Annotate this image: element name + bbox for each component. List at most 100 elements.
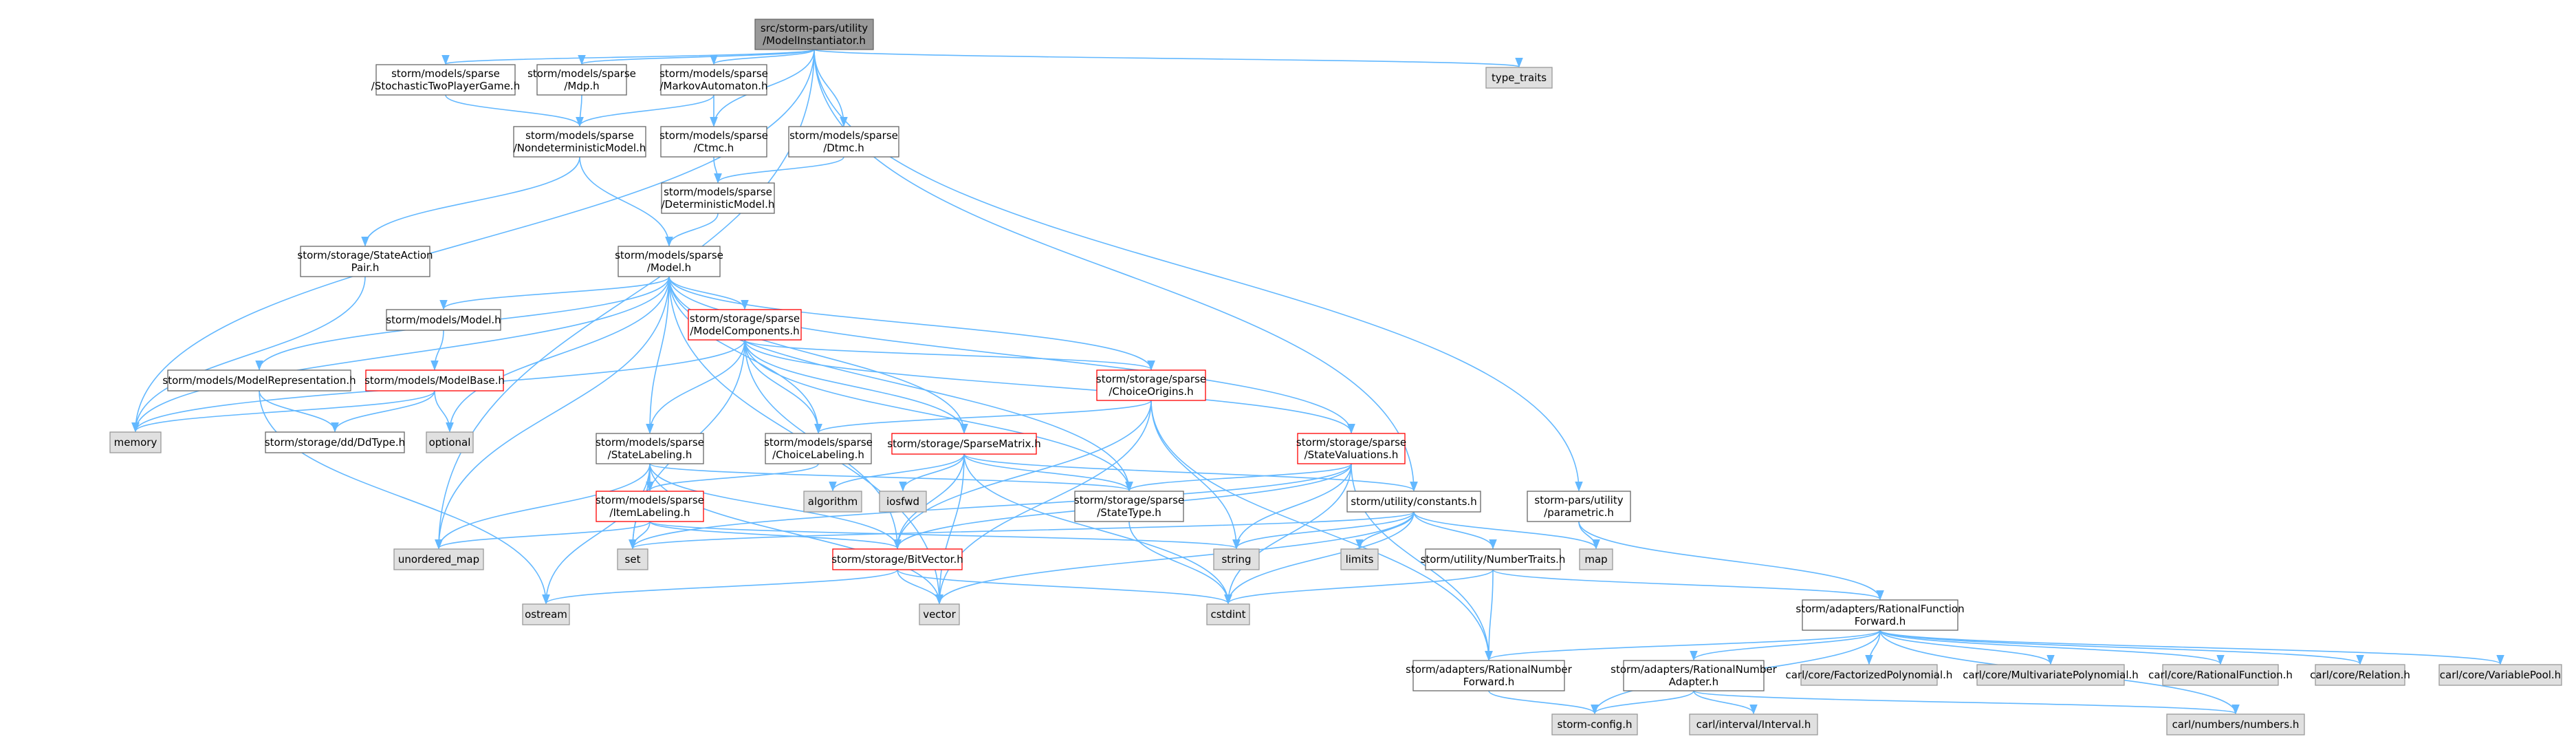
node-label-root-1: /ModelInstantiator.h xyxy=(763,34,866,47)
node-itemlab[interactable]: storm/models/sparse/ItemLabeling.h xyxy=(596,491,704,522)
edge-clab-to-itemlab xyxy=(646,463,819,492)
node-relation[interactable]: carl/core/Relation.h xyxy=(2310,664,2410,686)
node-ma[interactable]: storm/models/sparse/MarkovAutomaton.h xyxy=(659,64,768,96)
edge-modelbase-to-memory xyxy=(131,390,435,433)
node-label-modelh-0: storm/models/Model.h xyxy=(386,314,501,326)
node-numbers[interactable]: carl/numbers/numbers.h xyxy=(2166,713,2305,735)
node-modelbase[interactable]: storm/models/ModelBase.h xyxy=(364,369,505,391)
edge-corig-to-bitvec xyxy=(893,400,1152,550)
edge-slab-to-ostream xyxy=(542,463,651,605)
node-sval[interactable]: storm/storage/sparse/StateValuations.h xyxy=(1296,433,1406,464)
node-ddtype[interactable]: storm/storage/dd/DdType.h xyxy=(265,431,405,453)
node-numtraits[interactable]: storm/utility/NumberTraits.h xyxy=(1421,548,1566,570)
node-box-vector xyxy=(919,603,960,625)
node-parametric[interactable]: storm-pars/utility/parametric.h xyxy=(1527,491,1631,522)
edge-sval-to-stype xyxy=(1125,463,1352,492)
edge-itemlab-to-string xyxy=(649,521,1241,550)
node-bitvec[interactable]: storm/storage/BitVector.h xyxy=(831,548,963,570)
node-modelh[interactable]: storm/models/Model.h xyxy=(386,309,501,331)
edge-constants-to-cstdint xyxy=(1224,511,1415,605)
edge-rna-to-stormconfig xyxy=(1591,690,1694,715)
node-mdp[interactable]: storm/models/sparse/Mdp.h xyxy=(527,64,636,96)
node-label-ratfunc-0: carl/core/RationalFunction.h xyxy=(2148,669,2293,681)
node-map[interactable]: map xyxy=(1579,548,1613,570)
node-varpool[interactable]: carl/core/VariablePool.h xyxy=(2438,664,2562,686)
node-set[interactable]: set xyxy=(617,548,648,570)
edge-modelbase-to-optional xyxy=(434,390,454,433)
node-root[interactable]: src/storm-pars/utility/ModelInstantiator… xyxy=(754,19,874,50)
node-stpg[interactable]: storm/models/sparse/StochasticTwoPlayerG… xyxy=(371,64,520,96)
node-memory[interactable]: memory xyxy=(109,431,162,453)
node-box-sap xyxy=(300,246,430,277)
node-limits[interactable]: limits xyxy=(1340,548,1379,570)
node-ndm[interactable]: storm/models/sparse/NondeterministicMode… xyxy=(513,126,646,158)
edge-numtraits-to-rff xyxy=(1492,569,1884,601)
node-stype[interactable]: storm/storage/sparse/StateType.h xyxy=(1074,491,1184,522)
node-factpoly[interactable]: carl/core/FactorizedPolynomial.h xyxy=(1786,664,1953,686)
node-label-model-0: storm/models/sparse xyxy=(615,249,723,261)
node-label-mcomp-1: /ModelComponents.h xyxy=(690,325,799,337)
node-multipoly[interactable]: carl/core/MultivariatePolynomial.h xyxy=(1963,664,2139,686)
node-ctmc[interactable]: storm/models/sparse/Ctmc.h xyxy=(659,126,768,158)
node-label-modelbase-0: storm/models/ModelBase.h xyxy=(364,374,505,387)
node-box-ddtype xyxy=(265,431,405,453)
node-mcomp[interactable]: storm/storage/sparse/ModelComponents.h xyxy=(688,309,802,341)
edge-model-to-optional xyxy=(446,276,670,433)
edge-mdp-to-ndm xyxy=(576,94,584,127)
node-label-rff-0: storm/adapters/RationalFunction xyxy=(1795,603,1964,615)
node-box-set xyxy=(617,548,648,570)
edge-dtmc-to-detm xyxy=(714,156,844,184)
node-spm[interactable]: storm/storage/SparseMatrix.h xyxy=(887,433,1041,455)
node-constants[interactable]: storm/utility/constants.h xyxy=(1346,491,1481,513)
node-umap[interactable]: unordered_map xyxy=(393,548,484,570)
node-label-optional-0: optional xyxy=(429,436,471,449)
node-model[interactable]: storm/models/sparse/Model.h xyxy=(615,246,723,277)
edge-spm-to-bitvec xyxy=(893,453,965,550)
edge-sval-to-cstdint xyxy=(1224,463,1352,605)
node-label-map-0: map xyxy=(1584,553,1607,566)
node-clab[interactable]: storm/models/sparse/ChoiceLabeling.h xyxy=(764,433,873,464)
edge-ma-to-ndm xyxy=(576,94,714,127)
node-label-corig-0: storm/storage/sparse xyxy=(1096,373,1206,385)
node-box-mcomp xyxy=(688,309,802,341)
node-label-ma-1: /MarkovAutomaton.h xyxy=(659,80,767,92)
node-layer: src/storm-pars/utility/ModelInstantiator… xyxy=(109,19,2562,735)
node-label-cstdint-0: cstdint xyxy=(1210,608,1245,621)
edge-itemlab-to-set xyxy=(629,521,651,550)
edge-layer xyxy=(131,49,2504,715)
node-algorithm[interactable]: algorithm xyxy=(803,491,862,513)
edge-stype-to-cstdint xyxy=(1128,521,1232,605)
edge-rff-to-relation xyxy=(1879,630,2364,665)
node-box-modelrep xyxy=(167,369,351,391)
edge-model-to-slab xyxy=(646,276,670,434)
node-stormconfig[interactable]: storm-config.h xyxy=(1551,713,1638,735)
edge-modelh-to-modelbase xyxy=(430,330,444,371)
node-string[interactable]: string xyxy=(1213,548,1260,570)
node-label-varpool-0: carl/core/VariablePool.h xyxy=(2440,669,2561,681)
edge-rff-to-ratfunc xyxy=(1879,630,2225,665)
node-label-slab-0: storm/models/sparse xyxy=(596,436,704,449)
node-detm[interactable]: storm/models/sparse/DeterministicModel.h xyxy=(661,182,775,214)
node-iosfwd[interactable]: iosfwd xyxy=(879,491,927,513)
node-optional[interactable]: optional xyxy=(426,431,474,453)
node-box-ostream xyxy=(522,603,570,625)
node-label-type_traits-0: type_traits xyxy=(1492,72,1547,85)
edge-slab-to-umap xyxy=(435,463,651,550)
node-box-interval xyxy=(1689,713,1818,735)
node-ostream[interactable]: ostream xyxy=(522,603,570,625)
node-type_traits[interactable]: type_traits xyxy=(1485,67,1553,89)
node-corig[interactable]: storm/storage/sparse/ChoiceOrigins.h xyxy=(1096,369,1206,401)
node-dtmc[interactable]: storm/models/sparse/Dtmc.h xyxy=(788,126,899,158)
node-vector[interactable]: vector xyxy=(919,603,960,625)
node-label-numtraits-0: storm/utility/NumberTraits.h xyxy=(1421,553,1566,566)
node-slab[interactable]: storm/models/sparse/StateLabeling.h xyxy=(596,433,704,464)
node-interval[interactable]: carl/interval/Interval.h xyxy=(1689,713,1818,735)
edge-constants-to-vector xyxy=(935,511,1415,605)
node-ratfunc[interactable]: carl/core/RationalFunction.h xyxy=(2148,664,2293,686)
node-modelrep[interactable]: storm/models/ModelRepresentation.h xyxy=(162,369,356,391)
node-cstdint[interactable]: cstdint xyxy=(1206,603,1250,625)
